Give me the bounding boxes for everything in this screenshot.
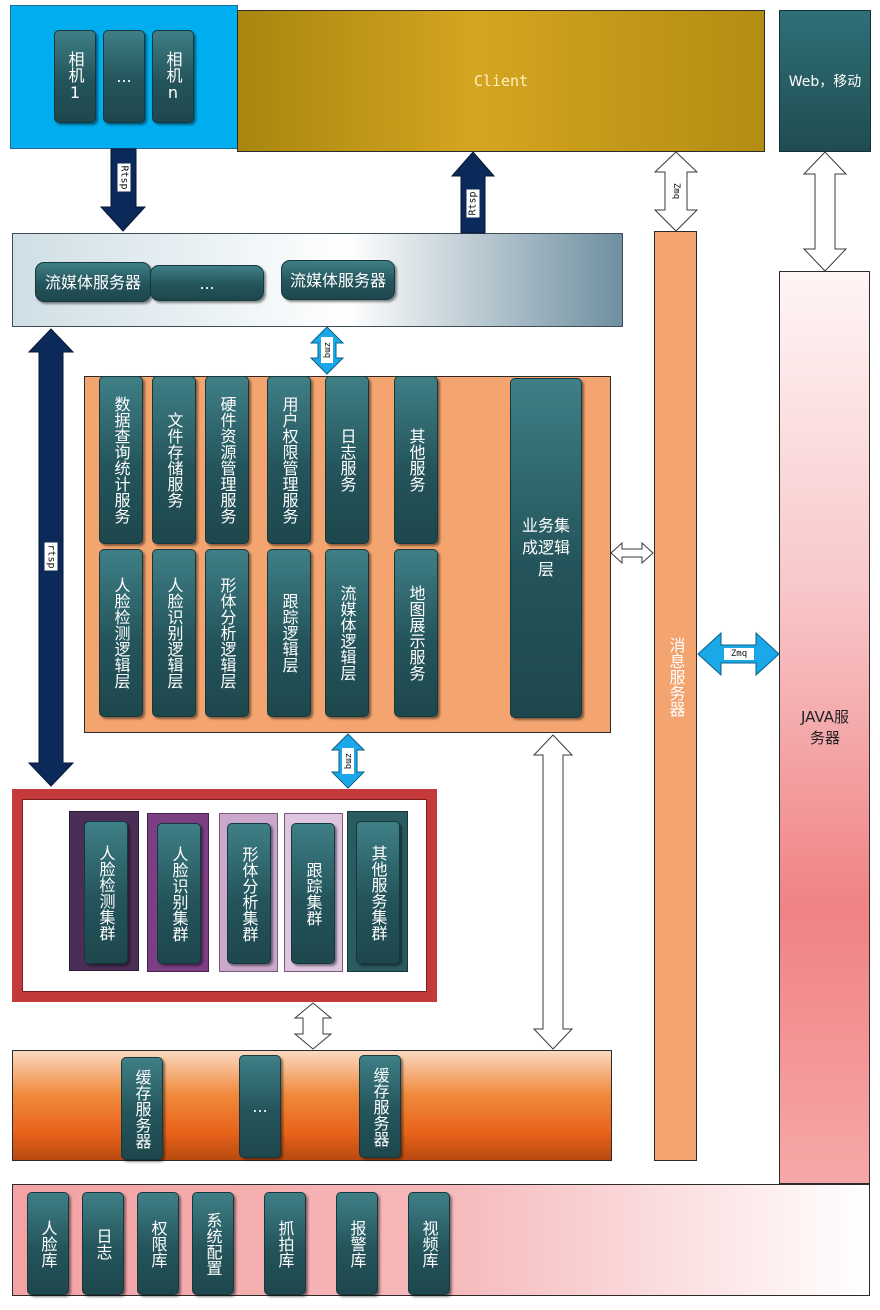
arrow-cluster-to-cache: [293, 1002, 333, 1050]
cluster-face-detect[interactable]: 人脸检测集群: [84, 821, 128, 964]
label-rtsp-down: Rtsp: [117, 163, 131, 192]
cache-server-1[interactable]: 缓存服务器: [121, 1057, 163, 1160]
logic-face-recognize[interactable]: 人脸识别逻辑层: [152, 549, 196, 717]
db-face[interactable]: 人脸库: [27, 1192, 69, 1295]
camera-1[interactable]: 相机1: [54, 30, 96, 123]
streaming-server-ellipsis[interactable]: ...: [150, 265, 264, 301]
cache-panel: [12, 1050, 612, 1161]
service-map-display[interactable]: 地图展示服务: [394, 549, 438, 717]
cluster-face-recognize[interactable]: 人脸识别集群: [157, 823, 201, 964]
arrow-business-to-message: [610, 541, 654, 565]
business-integration-label: 业务集成逻辑层: [521, 516, 570, 579]
label-rtsp-up: Rtsp: [466, 189, 480, 218]
message-server[interactable]: 消息服务器: [654, 231, 697, 1161]
arrow-services-to-cache: [532, 734, 574, 1050]
service-data-query[interactable]: 数据查询统计服务: [99, 376, 143, 544]
db-capture[interactable]: 抓拍库: [264, 1192, 306, 1295]
db-system-config[interactable]: 系统配置: [192, 1192, 234, 1295]
service-other[interactable]: 其他服务: [394, 376, 438, 544]
label-zmq-stream: zmq: [321, 337, 333, 363]
db-alarm[interactable]: 报警库: [336, 1192, 378, 1295]
service-user-permission[interactable]: 用户权限管理服务: [267, 376, 311, 544]
web-mobile-panel[interactable]: Web，移动: [779, 10, 871, 152]
client-panel[interactable]: Client: [237, 10, 765, 152]
db-permission[interactable]: 权限库: [137, 1192, 179, 1295]
label-zmq-client: Zmq: [670, 178, 682, 204]
streaming-server-1[interactable]: 流媒体服务器: [35, 262, 151, 302]
java-server[interactable]: JAVA服务器: [779, 271, 870, 1184]
logic-streaming[interactable]: 流媒体逻辑层: [325, 549, 369, 717]
camera-ellipsis[interactable]: ...: [103, 30, 145, 123]
db-log[interactable]: 日志: [82, 1192, 124, 1295]
cluster-other[interactable]: 其他服务集群: [356, 821, 400, 964]
logic-face-detect[interactable]: 人脸检测逻辑层: [99, 549, 143, 717]
service-hardware[interactable]: 硬件资源管理服务: [205, 376, 249, 544]
service-file-storage[interactable]: 文件存储服务: [152, 376, 196, 544]
camera-n[interactable]: 相机n: [152, 30, 194, 123]
java-server-label: JAVA服务器: [800, 708, 850, 747]
label-rtsp-left: rtsp: [44, 542, 58, 571]
service-log[interactable]: 日志服务: [325, 376, 369, 544]
logic-tracking[interactable]: 跟踪逻辑层: [267, 549, 311, 717]
label-zmq-java: Zmq: [724, 648, 754, 660]
message-server-label: 消息服务器: [666, 637, 686, 717]
db-video[interactable]: 视频库: [408, 1192, 450, 1295]
cluster-tracking[interactable]: 跟踪集群: [291, 823, 335, 964]
business-integration-layer[interactable]: 业务集成逻辑层: [510, 378, 582, 718]
cluster-body-analysis[interactable]: 形体分析集群: [227, 823, 271, 964]
streaming-server-n[interactable]: 流媒体服务器: [281, 260, 395, 300]
label-zmq-cluster: zmq: [342, 748, 354, 774]
arrow-web-to-java: [802, 151, 848, 272]
cache-server-n[interactable]: 缓存服务器: [359, 1055, 401, 1158]
cache-server-ellipsis[interactable]: ...: [239, 1055, 281, 1158]
logic-body-analysis[interactable]: 形体分析逻辑层: [205, 549, 249, 717]
